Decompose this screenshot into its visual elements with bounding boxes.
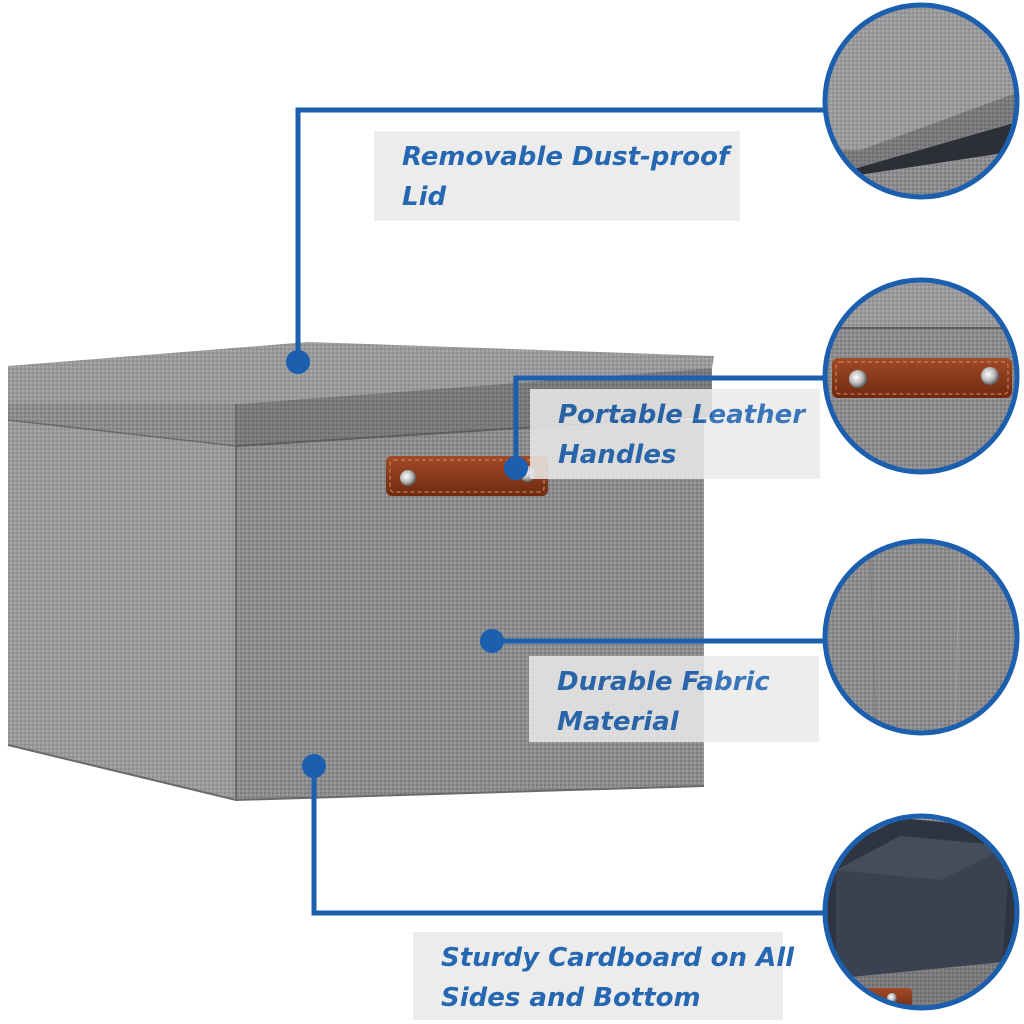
box-left-side xyxy=(8,420,236,800)
callout-dot-cardboard xyxy=(302,754,326,778)
callout-dot-handle xyxy=(504,456,528,480)
connector-lid xyxy=(295,107,825,362)
label-sturdy-cardboard: Sturdy Cardboard on All Sides and Bottom xyxy=(413,932,795,1020)
connector-cardboard xyxy=(311,766,825,916)
lid-closeup-icon xyxy=(822,2,1020,200)
label-line-2: Handles xyxy=(558,440,677,470)
fabric-closeup-icon xyxy=(822,538,1020,736)
connector-handle xyxy=(513,375,825,468)
lid-left-rim xyxy=(8,404,236,446)
label-line-1: Durable Fabric xyxy=(557,667,770,697)
label-line-2: Sides and Bottom xyxy=(441,983,701,1013)
label-removable-lid: Removable Dust-proof Lid xyxy=(374,131,740,221)
label-leather-handles: Portable Leather Handles xyxy=(530,389,820,479)
interior-closeup-icon xyxy=(822,813,1020,1011)
label-line-1: Portable Leather xyxy=(558,400,806,430)
label-fabric-material: Durable Fabric Material xyxy=(529,656,819,742)
callout-dot-lid xyxy=(286,350,310,374)
label-line-1: Removable Dust-proof xyxy=(402,142,730,172)
callout-connectors xyxy=(295,107,825,916)
label-line-2: Material xyxy=(557,707,679,737)
lid-front-rim xyxy=(236,368,712,446)
handle-closeup-icon xyxy=(822,277,1020,475)
callout-dot-fabric xyxy=(480,629,504,653)
lid-top xyxy=(8,342,714,404)
label-line-2: Lid xyxy=(402,182,447,212)
label-line-1: Sturdy Cardboard on All xyxy=(441,943,795,973)
